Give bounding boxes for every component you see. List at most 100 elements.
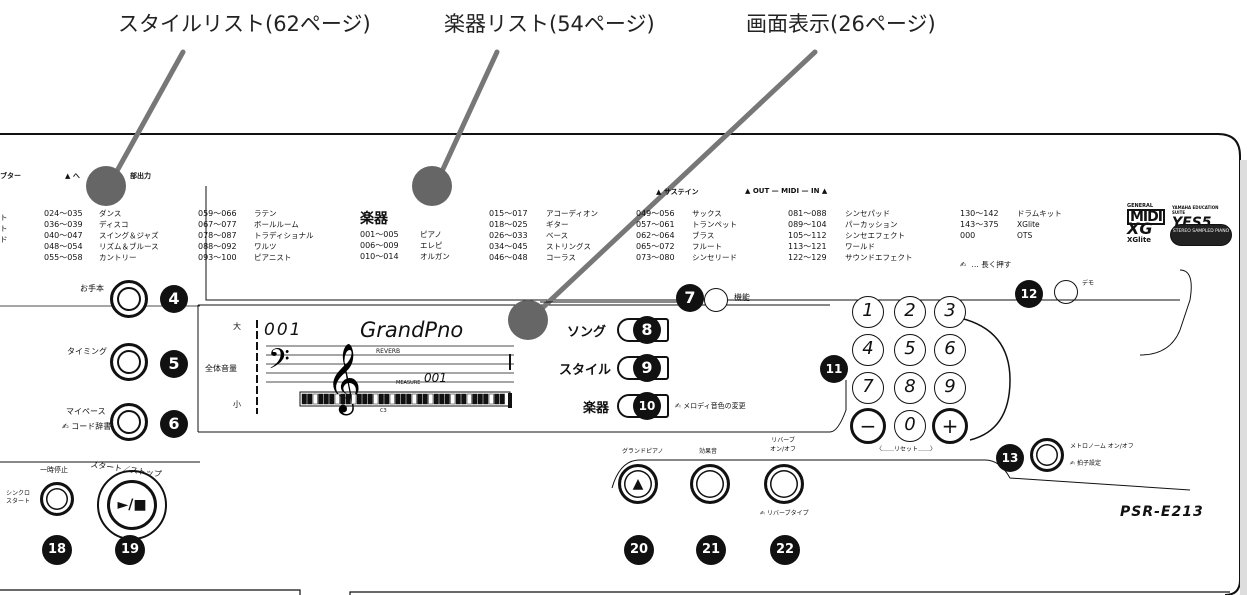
voice-name: アコーディオン xyxy=(546,209,598,218)
key-plus[interactable]: + xyxy=(932,408,968,444)
voice-name: パーカッション xyxy=(845,220,898,229)
lcd-key xyxy=(406,393,412,405)
key-7[interactable]: 7 xyxy=(852,372,884,404)
key-3[interactable]: 3 xyxy=(934,296,966,328)
note-icon: ✍ xyxy=(760,510,767,517)
lcd-key xyxy=(477,393,483,405)
style-row: スタイル 9 xyxy=(545,354,695,382)
lcd-key xyxy=(433,393,439,405)
lcd-key xyxy=(472,393,478,405)
style-name: ピアニスト xyxy=(254,253,292,262)
style-name: リズム＆ブルース xyxy=(99,242,159,251)
key-minus[interactable]: − xyxy=(850,408,886,444)
lcd-c3: C3 xyxy=(380,408,387,414)
callout-11: 11 xyxy=(820,355,848,383)
callout-10: 10 xyxy=(633,392,661,420)
lcd-key xyxy=(422,393,428,405)
grand-piano-button[interactable]: ▲ xyxy=(618,464,658,504)
xg-text: XG xyxy=(1127,219,1153,238)
voice-label: 楽器 xyxy=(583,401,610,416)
voice-name: ベース xyxy=(546,231,569,240)
callout-4: 4 xyxy=(160,285,188,313)
pause-label: 一時停止 xyxy=(40,466,68,474)
timing-label: タイミング xyxy=(67,347,107,356)
header-midi: ▲ OUT — MIDI — IN ▲ xyxy=(745,187,828,195)
chord-dict-label: ✍ コード辞書 xyxy=(62,421,111,432)
voice-list-col4-ranges: 081～088 089～104 105～112 113～121 122～129 xyxy=(788,208,827,263)
lcd-key xyxy=(334,393,340,405)
key-8[interactable]: 8 xyxy=(894,372,926,404)
effects-button[interactable] xyxy=(690,464,730,504)
key-2[interactable]: 2 xyxy=(894,296,926,328)
lesson-button[interactable] xyxy=(110,280,148,318)
melody-voice-label: ✍ メロディ音色の変更 xyxy=(675,401,746,411)
voice-name: ストリングス xyxy=(546,242,591,251)
lcd-key xyxy=(307,393,313,405)
sync-start-label: シンクロ スタート xyxy=(6,490,31,505)
callout-19: 19 xyxy=(115,535,145,565)
style-name: ラテン xyxy=(254,209,277,218)
yes-small-text: YAMAHA EDUCATION SUITE xyxy=(1172,205,1219,215)
lcd-measure-label: MEASURE xyxy=(396,380,421,386)
demo-label: デモ xyxy=(1082,280,1095,287)
callout-13: 13 xyxy=(996,444,1024,472)
key-6[interactable]: 6 xyxy=(934,334,966,366)
style-name: ダンス xyxy=(99,209,122,218)
key-0[interactable]: 0 xyxy=(894,410,926,442)
lcd-key xyxy=(439,393,445,405)
sync-start-button[interactable] xyxy=(40,482,74,516)
long-press-note: ✍ … 長く押す xyxy=(960,252,1011,271)
volume-high: 大 xyxy=(233,322,241,331)
lcd-key xyxy=(499,393,505,405)
range: 034～045 xyxy=(489,242,528,251)
range: 024～035 xyxy=(44,209,83,218)
key-5[interactable]: 5 xyxy=(894,334,926,366)
mypace-button[interactable] xyxy=(110,403,148,441)
stereo-piano-logo: STEREO SAMPLED PIANO xyxy=(1170,224,1232,246)
range: 048～054 xyxy=(44,242,83,251)
reset-label: 〈……リセット……〉 xyxy=(876,446,937,453)
callout-display: 画面表示(26ページ) xyxy=(746,12,936,36)
voice-name: トランペット xyxy=(692,220,737,229)
reverb-label: リバーブ オン/オフ xyxy=(770,437,797,453)
fragment: ド xyxy=(0,235,8,244)
svg-text:𝄢: 𝄢 xyxy=(268,343,290,383)
voice-name: OTS xyxy=(1017,231,1033,240)
reverb-button[interactable] xyxy=(764,464,804,504)
lcd-measure: 001 xyxy=(424,371,447,385)
voice-name: シンセパッド xyxy=(845,209,890,218)
key-9[interactable]: 9 xyxy=(934,372,966,404)
lcd-voice-name: GrandPno xyxy=(360,318,464,342)
range: 089～104 xyxy=(788,220,827,229)
key-1[interactable]: 1 xyxy=(852,296,884,328)
lcd-display: 𝄢 𝄞 001 GrandPno REVERB MEASURE 001 C3 xyxy=(256,318,518,418)
timing-button[interactable] xyxy=(110,343,148,381)
voice-name: フルート xyxy=(692,242,722,251)
voice-list-col5-names: ドラムキット XGlite OTS xyxy=(1017,208,1062,241)
header-left-partial: ブター xyxy=(0,172,21,180)
voice-name: ピアノ xyxy=(420,230,442,239)
key-4[interactable]: 4 xyxy=(852,334,884,366)
range: 143～375 xyxy=(960,220,999,229)
style-list-col2-ranges: 059～066 067～077 078～087 088～092 093～100 xyxy=(198,208,237,263)
style-name: スイング＆ジャズ xyxy=(99,231,159,240)
demo-button[interactable] xyxy=(1054,280,1078,304)
range: 122～129 xyxy=(788,253,827,262)
lcd-reverb: REVERB xyxy=(376,348,401,355)
lcd-key xyxy=(318,393,324,405)
lcd-key xyxy=(312,393,318,405)
function-button[interactable] xyxy=(704,288,728,312)
start-stop-button[interactable]: ►/■ xyxy=(107,480,157,530)
model-name: PSR-E213 xyxy=(1120,504,1204,520)
range: 057～061 xyxy=(636,220,675,229)
range: 105～112 xyxy=(788,231,827,240)
header-sustain: ▲ サステイン xyxy=(656,188,699,196)
style-list-col1-ranges: 024～035 036～039 040～047 048～054 055～058 xyxy=(44,208,83,263)
voice-name: シンセエフェクト xyxy=(845,231,905,240)
style-name: カントリー xyxy=(99,253,137,262)
range: 130～142 xyxy=(960,209,999,218)
range: 073～080 xyxy=(636,253,675,262)
range: 062～064 xyxy=(636,231,675,240)
lcd-key xyxy=(362,393,368,405)
metronome-button[interactable] xyxy=(1030,438,1064,472)
